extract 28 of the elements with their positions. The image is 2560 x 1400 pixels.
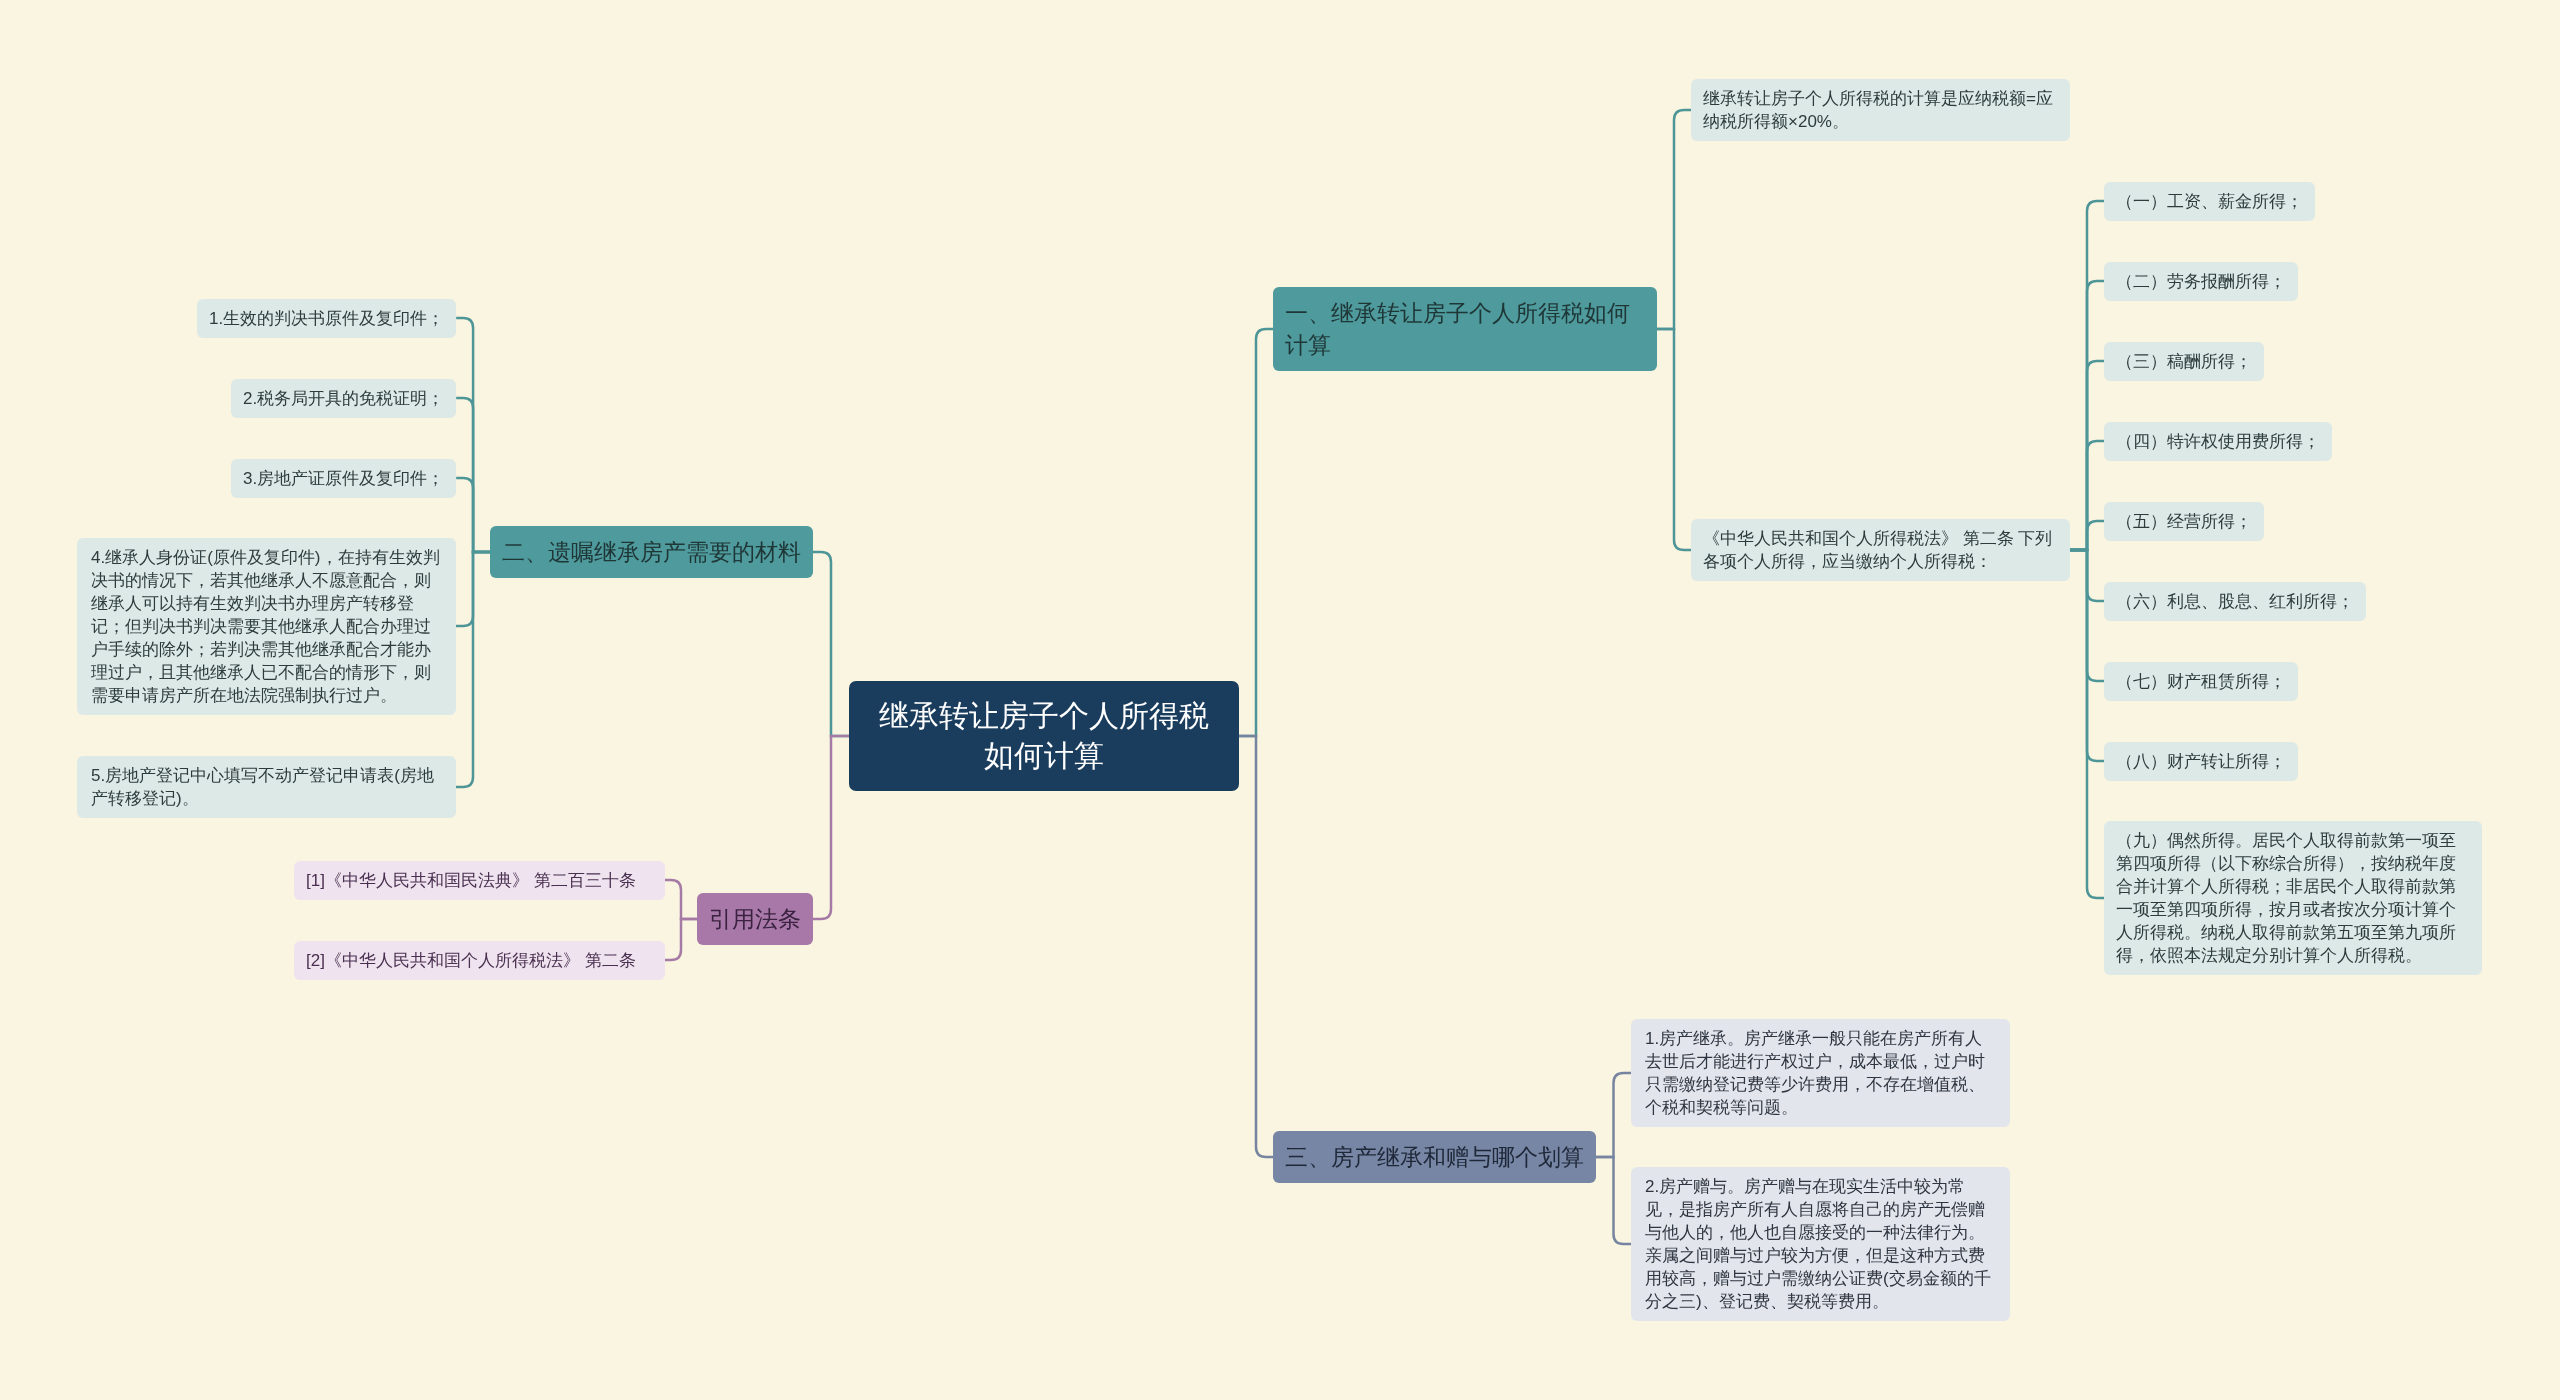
subtopic-box: （八）财产转让所得；: [2104, 741, 2298, 781]
subtopic-box: 继承转让房子个人所得税的计算是应纳税额=应纳税所得额×20%。: [1691, 79, 2070, 141]
subtopic-box: 2.税务局开具的免税证明；: [231, 378, 457, 418]
topic-box: 二、遗嘱继承房产需要的材料: [490, 526, 813, 578]
subtopic-box: 2.房产赠与。房产赠与在现实生活中较为常见，是指房产所有人自愿将自己的房产无偿赠与他人的，他人也自愿接受的一种法律行为。亲属之间赠与过户较为方便，但是这种方式费用较高，赠与过户需缴纳公证费(交易金额的千分之三)、登记费、契税等费用。: [1631, 1167, 2010, 1321]
subtopic-box: [1]《中华人民共和国民法典》 第二百三十条: [294, 860, 665, 900]
subtopic-box: 4.继承人身份证(原件及复印件)，在持有生效判决书的情况下，若其他继承人不愿意配合，则继承人可以持有生效判决书办理房产转移登记；但判决书判决需要其他继承人配合办理过户手续的除外；若判决需其他继承配合才能办理过户，且其他继承人已不配合的情形下，则需要申请房产所在地法院强制执行过户。: [77, 537, 456, 715]
subtopic-box: （二）劳务报酬所得；: [2104, 261, 2298, 301]
subtopic-box: （五）经营所得；: [2104, 501, 2264, 541]
subtopic-box: （九）偶然所得。居民个人取得前款第一项至第四项所得（以下称综合所得），按纳税年度合并计算个人所得税；非居民个人取得前款第一项至第四项所得，按月或者按次分项计算个人所得税。纳税人取得前款第五项至第九项所得，依照本法规定分别计算个人所得税。: [2104, 821, 2482, 975]
connector-line: [813, 734, 849, 921]
subtopic-box: 5.房地产登记中心填写不动产登记申请表(房地产转移登记)。: [77, 756, 456, 818]
subtopic-box: （六）利息、股息、红利所得；: [2104, 581, 2366, 621]
subtopic-box: 1.生效的判决书原件及复印件；: [197, 298, 457, 338]
subtopic-box: [2]《中华人民共和国个人所得税法》 第二条: [294, 940, 665, 980]
subtopic-box: （三）稿酬所得；: [2104, 341, 2264, 381]
topic-box: 引用法条: [697, 893, 813, 945]
topic-box: 三、房产继承和赠与哪个划算: [1273, 1131, 1596, 1183]
subtopic-box: 3.房地产证原件及复印件；: [231, 458, 457, 498]
subtopic-box: 1.房产继承。房产继承一般只能在房产所有人去世后才能进行产权过户，成本最低，过户时只需缴纳登记费等少许费用，不存在增值税、个税和契税等问题。: [1631, 1019, 2010, 1127]
subtopic-box: （四）特许权使用费所得；: [2104, 421, 2332, 461]
central-topic-box: 继承转让房子个人所得税如何计算: [849, 681, 1239, 791]
subtopic-box: （一）工资、薪金所得；: [2104, 181, 2315, 221]
connector-line: [665, 917, 697, 962]
subtopic-box: （七）财产租赁所得；: [2104, 661, 2298, 701]
topic-box: 一、继承转让房子个人所得税如何计算: [1273, 287, 1657, 371]
subtopic-box: 《中华人民共和国个人所得税法》 第二条 下列各项个人所得，应当缴纳个人所得税：: [1691, 519, 2070, 581]
connector-line: [1596, 1155, 1631, 1246]
